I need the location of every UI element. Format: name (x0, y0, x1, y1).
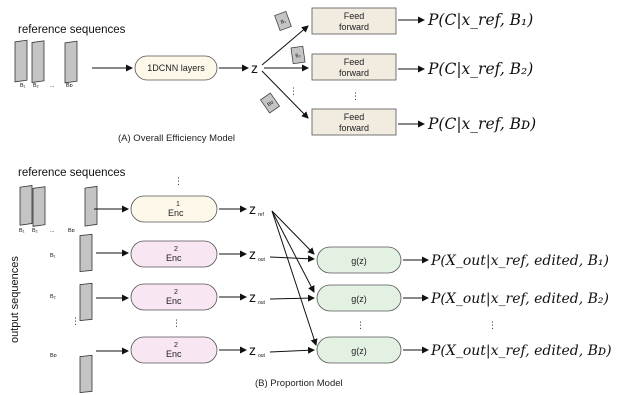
g-vdots: ⋮ (356, 320, 365, 330)
z-out-1-label: z (249, 246, 256, 262)
sequence-card (64, 40, 78, 84)
output-formula-ad: P(C|x_ref, Bᴅ) (427, 115, 536, 133)
arrow-zoutd-to-gd (269, 346, 315, 354)
arrow-zref-to-g1 (271, 210, 315, 255)
card-bd-label: Bᴅ (266, 99, 275, 108)
output-seq-card-2 (79, 282, 93, 322)
section-a-efficiency-model: reference sequences B₁ B₂ ... Bᴅ 1DCNN l… (14, 7, 536, 144)
sequence-card (14, 39, 28, 83)
card-bd: Bᴅ (260, 92, 280, 114)
cnn-label: 1DCNN layers (147, 63, 205, 73)
arrow-z-to-ff1 (261, 25, 309, 66)
z-label: z (251, 60, 258, 76)
output-formula-b1: P(X_out|x_ref, edited, B₁) (430, 253, 609, 269)
enc1-sup: 1 (176, 201, 180, 208)
z-out-d-label: z (249, 342, 256, 358)
z-out-1-sub: out (258, 257, 266, 263)
arrow-z-to-ffd (261, 70, 309, 119)
z-fan-vdots: ⋮ (289, 86, 298, 96)
ff-2-line1: Feed (344, 57, 365, 67)
enc1-block: Enc 1 (130, 195, 218, 223)
cnn-block (134, 55, 218, 81)
card-b1: B₁ (274, 10, 292, 32)
out-seq-b1: B₁ (50, 253, 56, 259)
z-out-2-label: z (249, 289, 256, 305)
output-formula-a1: P(C|x_ref, B₁) (427, 11, 533, 29)
arrow-zref-to-g2 (271, 210, 315, 293)
seq-label-b2: B₂ (33, 83, 39, 89)
g-block-2: g(z) (316, 284, 402, 312)
z-out-2-sub: out (258, 300, 266, 306)
output-seq-card-1 (79, 233, 93, 273)
arrow-zout1-to-g1 (269, 255, 315, 263)
enc2-1-sup: 2 (174, 246, 178, 253)
section-a-heading: reference sequences (18, 24, 126, 36)
ff-d-line1: Feed (344, 112, 365, 122)
ff-1-line1: Feed (344, 11, 365, 21)
z-ref-sub: ref (258, 212, 264, 218)
gd-label: g(z) (351, 346, 367, 356)
g-block-d: g(z) (316, 336, 402, 364)
sequence-card (32, 186, 46, 227)
ref-seq-bd: Bᴅ (68, 228, 75, 234)
enc2-2-sup: 2 (174, 289, 178, 296)
g1-label: g(z) (351, 256, 367, 266)
z-ref-label: z (249, 201, 256, 217)
g2-label: g(z) (351, 294, 367, 304)
sequence-card (84, 185, 98, 227)
caption-a: (A) Overall Efficiency Model (118, 133, 235, 144)
arrow-zout2-to-g2 (269, 294, 315, 302)
sequence-card (31, 40, 45, 83)
output-vdots: ⋮ (488, 320, 497, 330)
card-b1-label: B₁ (280, 18, 287, 25)
section-b-proportion-model: reference sequences B₁ B₂ ... Bᴅ output … (9, 167, 612, 394)
ref-seq-ellipsis: ... (50, 228, 55, 234)
arrow-zref-to-gd (271, 210, 318, 346)
output-formula-b2: P(X_out|x_ref, edited, B₂) (430, 291, 609, 307)
enc2-2-label: Enc (166, 296, 182, 306)
z-out-d-sub: out (258, 353, 266, 359)
enc2-d-sup: 2 (174, 342, 178, 349)
sequence-card (19, 185, 33, 226)
enc-vdots: ⋮ (172, 318, 181, 328)
ff-block-d: Feed forward (311, 108, 397, 136)
out-seq-vdots: ⋮ (71, 316, 80, 326)
enc1-top-vdots: ⋮ (174, 176, 183, 186)
ff-2-line2: forward (339, 68, 369, 78)
section-b-ref-stack (19, 185, 98, 227)
out-seq-bd: Bᴅ (50, 353, 57, 359)
enc2-d-label: Enc (166, 349, 182, 359)
ff-block-1: Feed forward (311, 7, 397, 35)
seq-label-bd: Bᴅ (66, 83, 73, 89)
section-b-heading: reference sequences (18, 167, 126, 179)
caption-b: (B) Proportion Model (255, 378, 343, 389)
ff-1-line2: forward (339, 22, 369, 32)
ref-seq-b2: B₂ (32, 228, 38, 234)
ff-vdots: ⋮ (351, 91, 360, 101)
output-seq-card-d (79, 354, 93, 394)
card-b2-label: B₂ (295, 53, 301, 60)
output-formula-a2: P(C|x_ref, B₂) (427, 60, 533, 78)
ff-d-line2: forward (339, 123, 369, 133)
seq-label-b1: B₁ (20, 83, 26, 89)
g-block-1: g(z) (316, 246, 402, 274)
enc2-1-label: Enc (166, 253, 182, 263)
enc1-label: Enc (168, 208, 184, 218)
ref-seq-b1: B₁ (19, 228, 25, 234)
output-formula-bd: P(X_out|x_ref, edited, Bᴅ) (430, 343, 612, 359)
enc2-block-2: Enc 2 (130, 283, 218, 311)
card-b2: B₂ (290, 45, 306, 65)
section-a-sequence-stack (14, 39, 78, 84)
out-seq-b2: B₂ (50, 294, 56, 300)
seq-label-ellipsis: ... (50, 83, 55, 89)
ff-block-2: Feed forward (311, 53, 397, 81)
enc2-block-1: Enc 2 (130, 240, 218, 268)
output-sequences-label: output sequences (9, 256, 21, 343)
enc2-block-d: Enc 2 (130, 336, 218, 364)
